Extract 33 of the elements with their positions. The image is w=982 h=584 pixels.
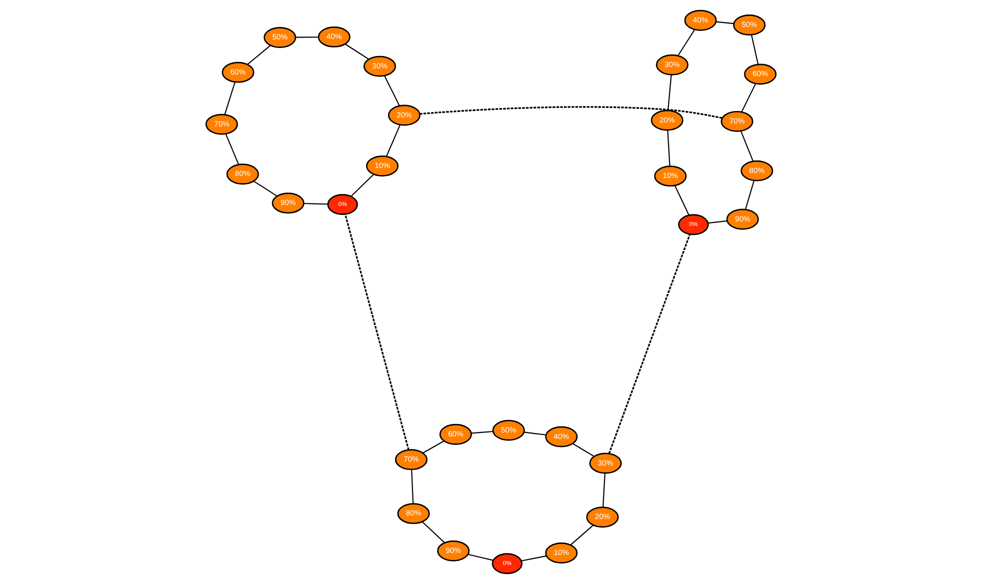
connector — [741, 83, 756, 112]
connector — [422, 440, 444, 454]
connector — [521, 555, 546, 562]
connector — [411, 469, 414, 504]
connector — [295, 36, 319, 38]
connector — [524, 432, 546, 436]
connector — [344, 44, 369, 60]
connector — [667, 74, 672, 110]
connector — [750, 34, 759, 65]
connector — [716, 21, 734, 24]
connector — [422, 521, 445, 544]
connector — [572, 443, 594, 457]
connector — [225, 134, 240, 165]
connector — [350, 174, 374, 197]
connector — [253, 180, 278, 196]
connector — [304, 202, 328, 205]
connector — [608, 234, 691, 454]
connector — [674, 185, 690, 216]
connector — [386, 124, 401, 157]
connector — [247, 44, 271, 65]
connector — [708, 220, 728, 224]
connector — [667, 130, 670, 166]
connector — [744, 180, 755, 210]
connector — [740, 130, 754, 162]
connector — [570, 524, 594, 546]
connector — [602, 473, 606, 508]
connector — [471, 430, 494, 434]
connector — [344, 214, 410, 450]
connector — [384, 75, 400, 106]
connector — [468, 554, 494, 561]
connector — [224, 82, 236, 115]
connector — [678, 29, 696, 56]
connector — [420, 106, 723, 119]
